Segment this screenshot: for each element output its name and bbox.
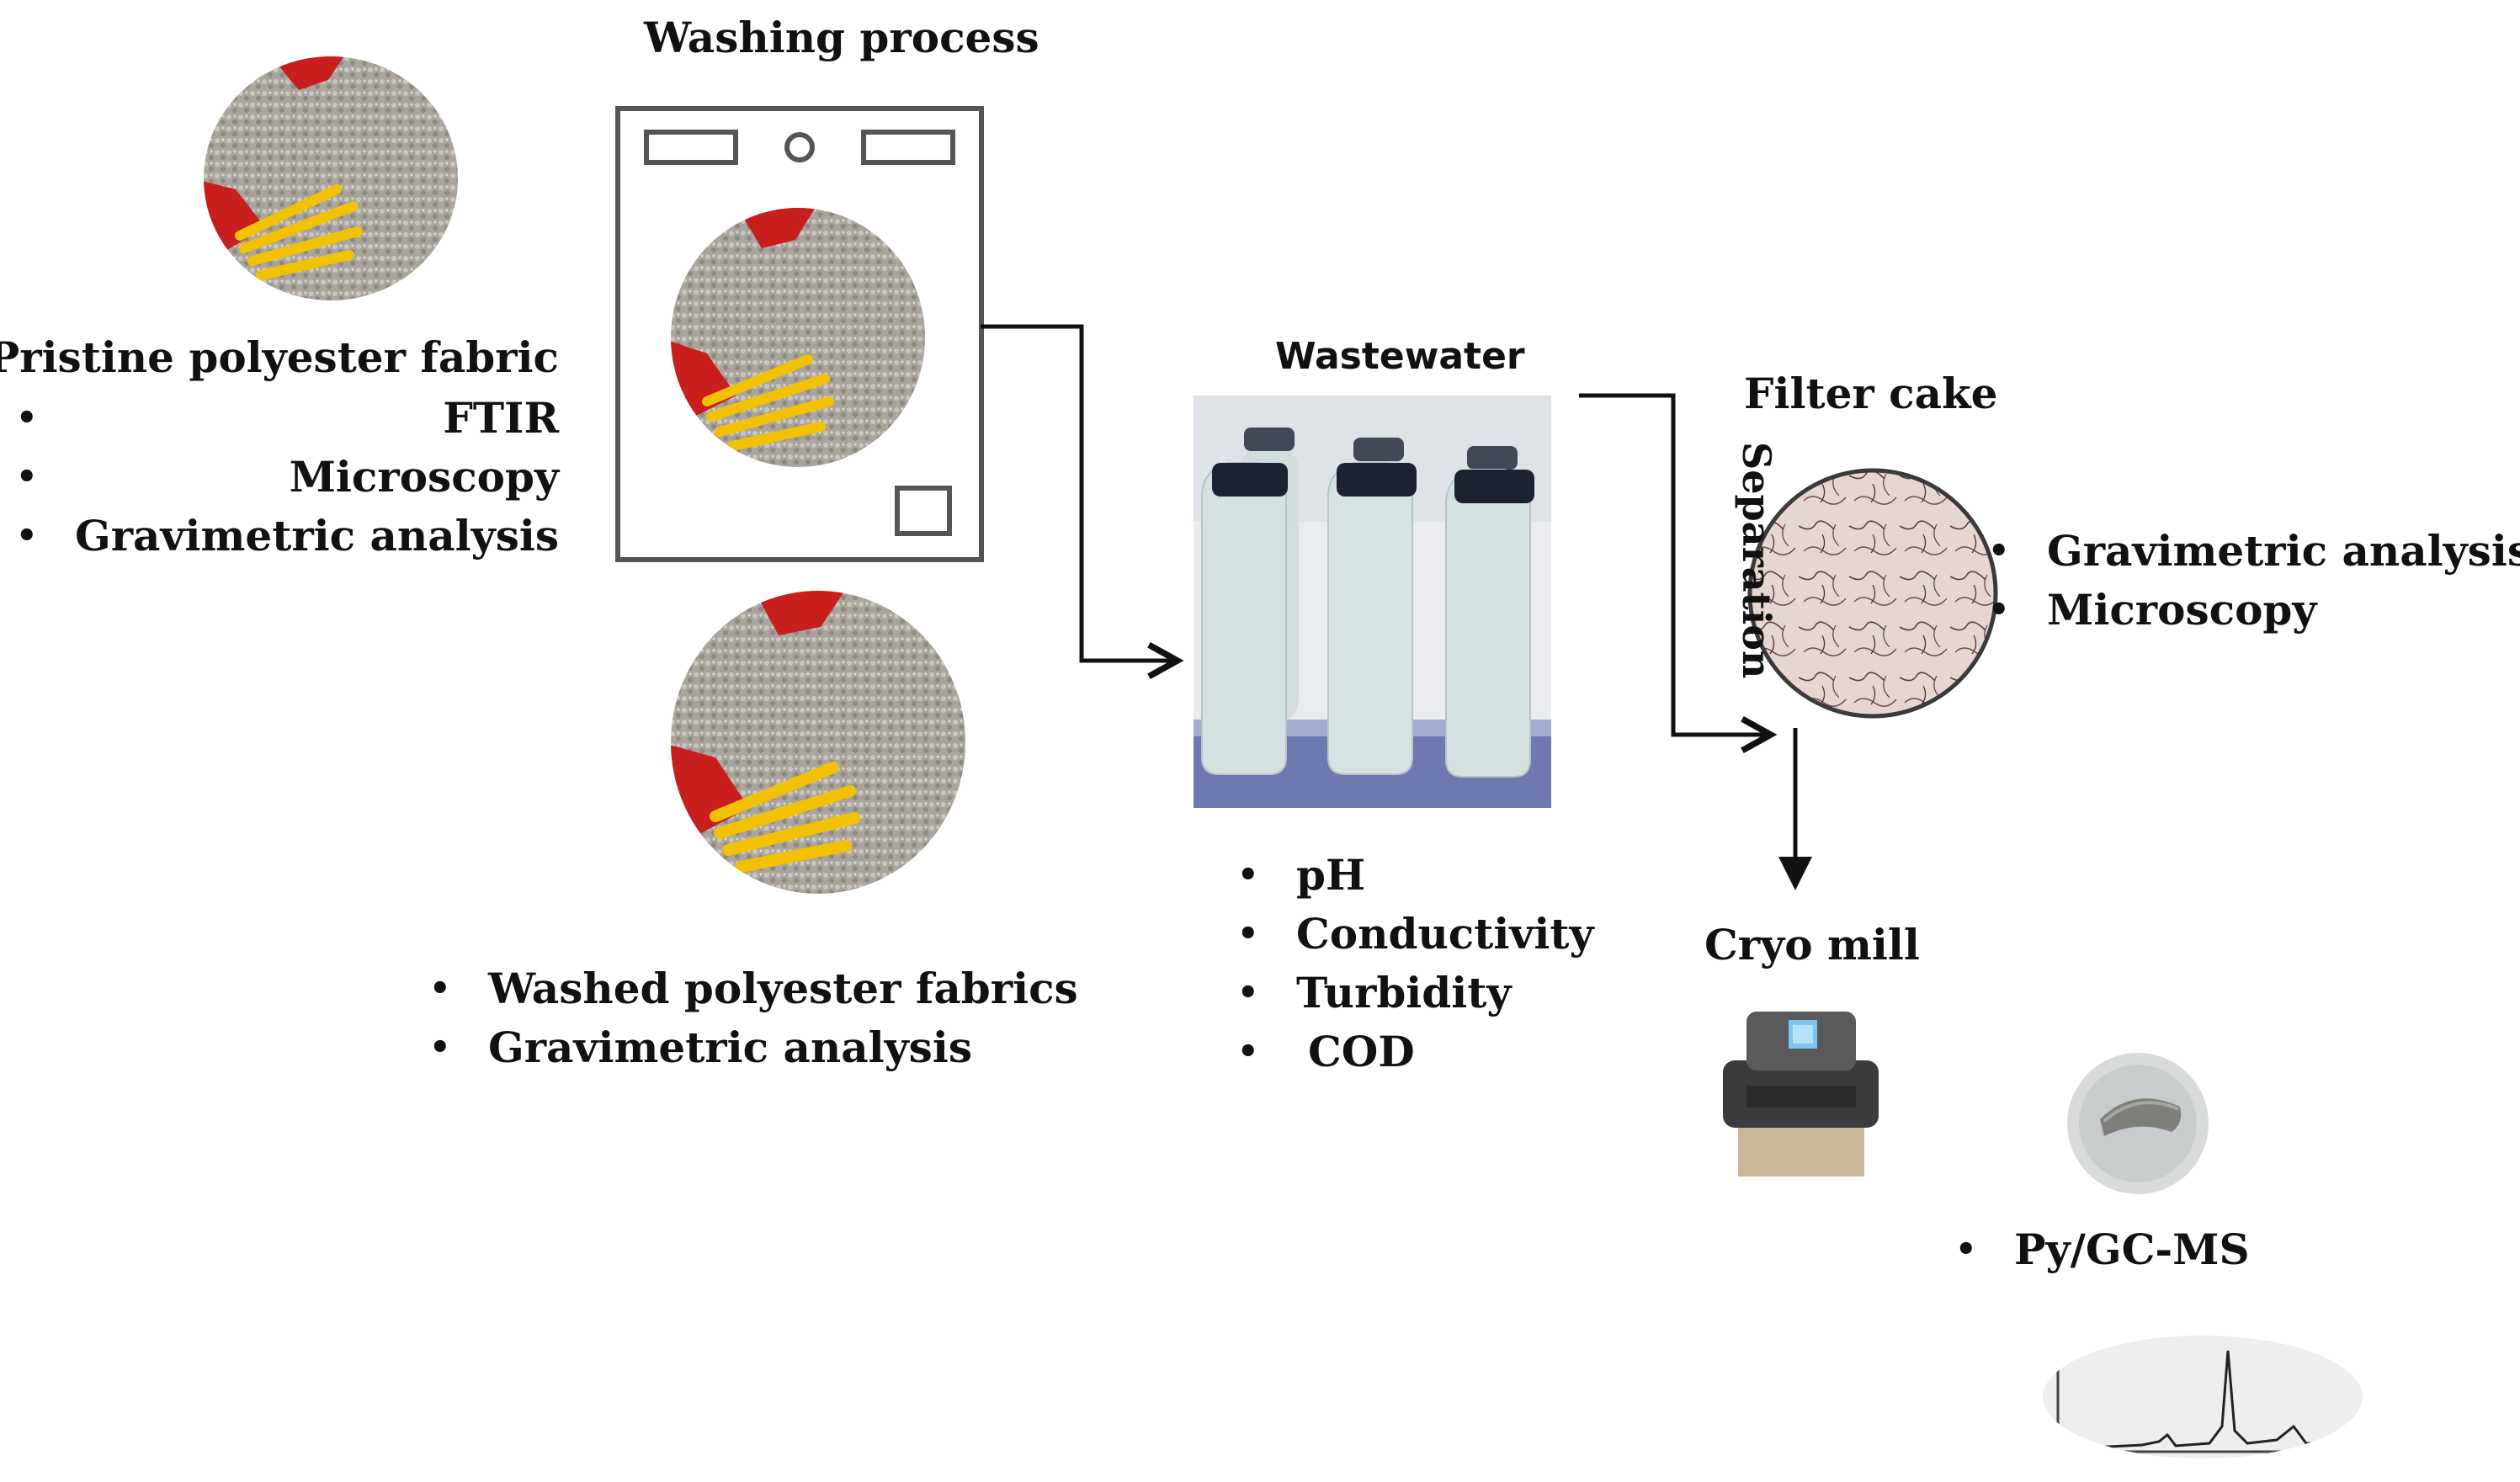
arrow-wastewater-to-filter [1579,393,1768,735]
wastewater-item-cod: COD [1237,1023,1594,1081]
fabric-in-washer-image [671,208,925,467]
washed-item-gravimetric: Gravimetric analysis [429,1018,1078,1077]
wastewater-parameter-list: pH Conductivity Turbidity COD [1237,846,1594,1081]
wastewater-item-conductivity: Conductivity [1237,905,1593,964]
pygcms-list: Py/GC-MS [1955,1220,2250,1279]
chromatogram-image [2043,1336,2363,1458]
separation-label: Separation [1734,442,1779,679]
pristine-item-ftir: FTIR [16,389,559,448]
pristine-item-microscopy: Microscopy [16,448,559,507]
washed-item-fabrics: Washed polyester fabrics [429,959,1078,1018]
filter-item-microscopy: Microscopy [1988,581,2520,640]
wastewater-item-ph: pH [1237,846,1594,905]
milled-sample-image [2067,1053,2209,1194]
pristine-analysis-list: FTIR Microscopy Gravimetric analysis [16,389,559,566]
pristine-item-gravimetric: Gravimetric analysis [16,507,559,566]
wastewater-bottles-photo [1194,396,1551,808]
filter-cake-analysis-list: Gravimetric analysis Microscopy [1988,522,2520,640]
washed-fabric-list: Washed polyester fabrics Gravimetric ana… [429,959,1078,1077]
wastewater-item-turbidity: Turbidity [1237,964,1594,1023]
cryo-mill-title: Cryo mill [1704,920,1920,969]
pristine-fabric-title: Pristine polyester fabric [0,332,559,382]
arrow-washer-to-wastewater [981,324,1174,661]
pygcms-item: Py/GC-MS [1955,1220,2250,1279]
pristine-fabric-image [204,56,458,300]
washed-fabric-image [671,591,965,894]
filter-cake-title: Filter cake [1744,369,1998,418]
wastewater-title: Wastewater [1275,335,1525,378]
washing-process-title: Washing process [644,13,1039,62]
filter-item-gravimetric: Gravimetric analysis [1988,522,2520,581]
cryo-mill-device-image [1723,1012,1879,1177]
